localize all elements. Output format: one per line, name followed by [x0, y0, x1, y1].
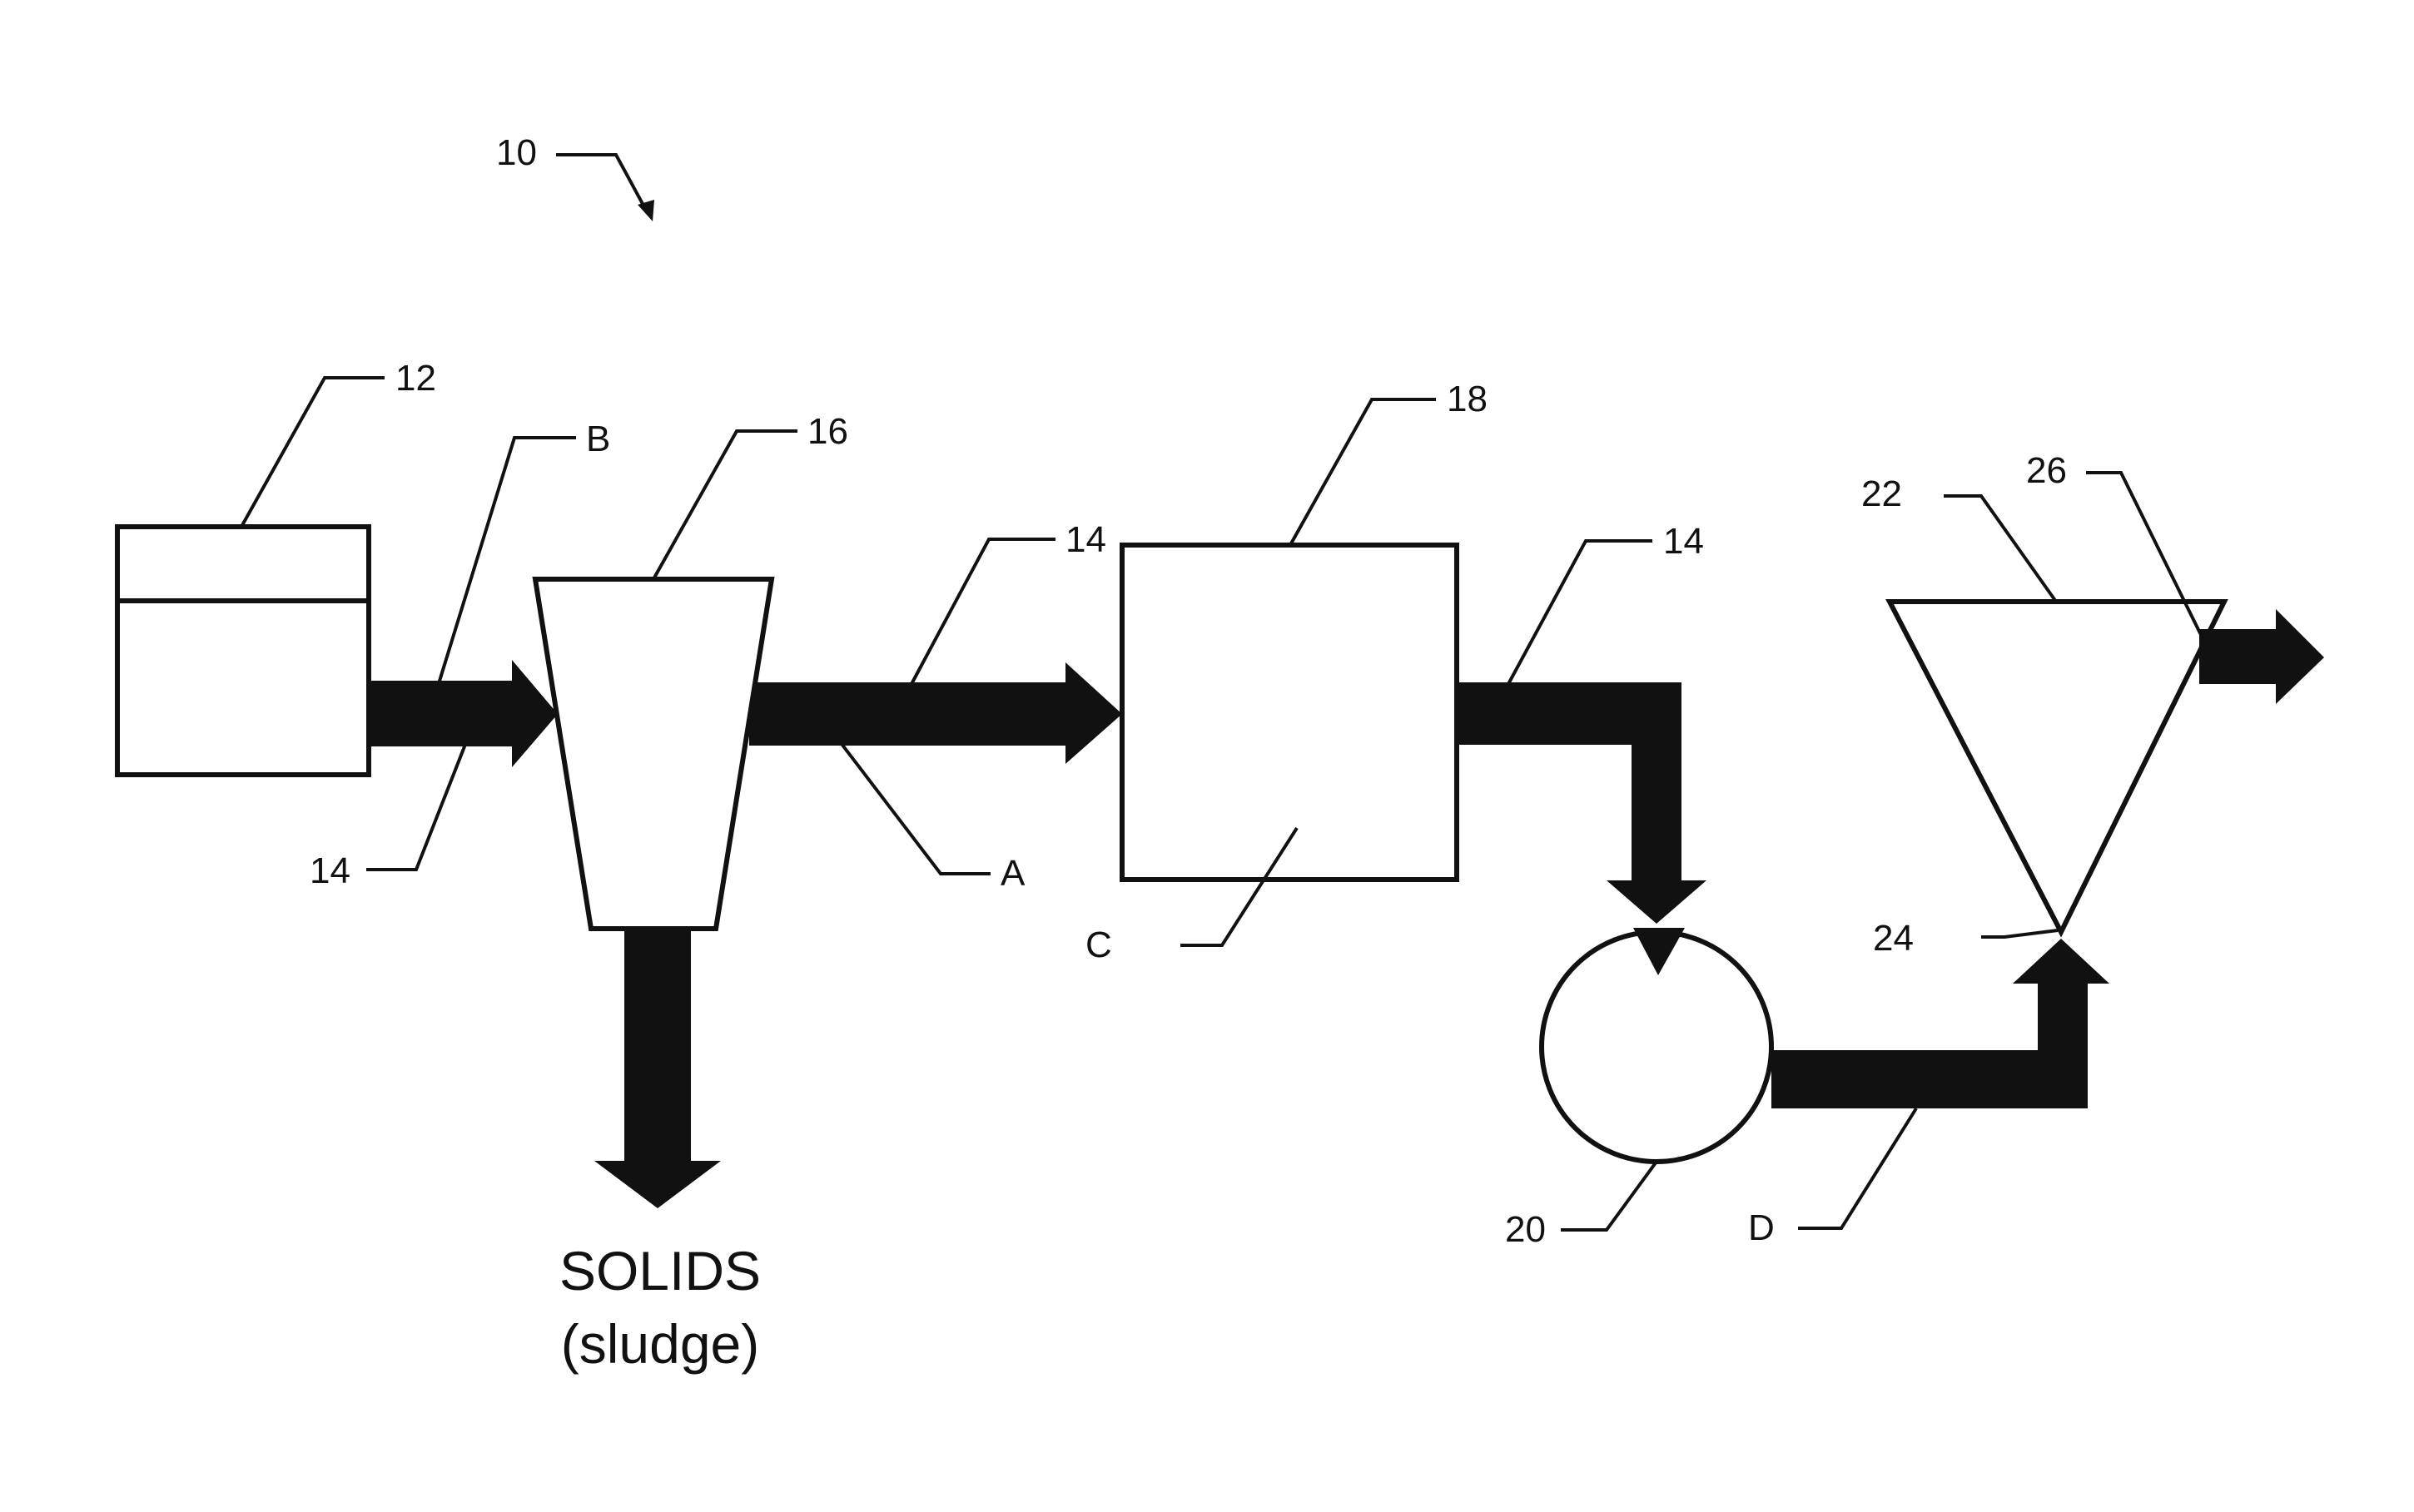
- hydrocyclone: [1890, 602, 2224, 932]
- ref-16-label: 16: [807, 411, 848, 452]
- zone-c-label: C: [1085, 925, 1112, 965]
- conduit-out-ref-leader: [1508, 541, 1652, 684]
- pump-leader: [1561, 1162, 1657, 1230]
- conduit-a-ref-leader: [911, 539, 1056, 684]
- ref-24-label: 24: [1873, 918, 1914, 959]
- ref-14-b-label: 14: [310, 850, 350, 891]
- separator-leader: [653, 431, 797, 579]
- hydrocyclone-leader: [1944, 496, 2056, 602]
- sludge-label: (sludge): [561, 1313, 759, 1375]
- outlet-arrow: [2199, 609, 2324, 704]
- ref-22-label: 22: [1861, 473, 1902, 514]
- stream-a-label: A: [1001, 853, 1026, 894]
- conduit-out-arrow: [1457, 682, 1706, 924]
- solids-outlet-arrow: [594, 924, 721, 1208]
- system-arrow-line: [556, 155, 648, 213]
- ref-14-a-label: 14: [1065, 519, 1106, 560]
- treatment-unit-leader: [1290, 399, 1436, 545]
- stream-a-leader: [839, 741, 991, 874]
- separator: [535, 579, 772, 929]
- tank-body: [117, 527, 369, 775]
- treatment-unit: [1122, 545, 1457, 880]
- conduit-b-ref-leader: [366, 742, 466, 870]
- ref-18-label: 18: [1447, 379, 1488, 419]
- conduit-a-arrow: [749, 662, 1122, 764]
- ref-10-label: 10: [496, 132, 537, 173]
- stream-d-leader: [1798, 1108, 1916, 1228]
- ref-26-label: 26: [2026, 450, 2067, 491]
- stream-b-label: B: [586, 419, 610, 459]
- ref-12-label: 12: [395, 358, 436, 399]
- system-arrowhead: [638, 200, 654, 221]
- ref-14-out-label: 14: [1663, 521, 1704, 562]
- solids-label: SOLIDS: [559, 1240, 761, 1301]
- stream-d-label: D: [1748, 1207, 1775, 1248]
- system-callout: 10: [496, 132, 654, 221]
- inlet-leader: [1981, 930, 2058, 937]
- ref-20-label: 20: [1505, 1209, 1546, 1250]
- conduit-d-arrow: [1771, 939, 2109, 1108]
- tank-leader: [241, 378, 385, 527]
- tank: [117, 527, 369, 775]
